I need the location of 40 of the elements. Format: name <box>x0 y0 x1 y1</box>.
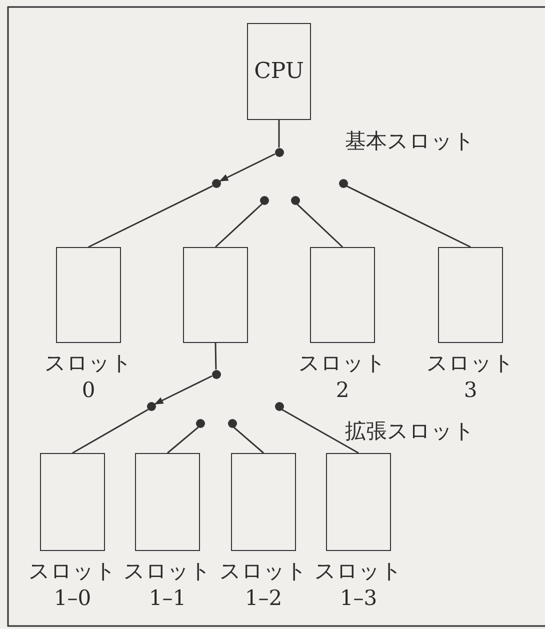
slot-box <box>183 247 248 343</box>
slot-level-label: 拡張スロット <box>345 418 475 445</box>
contact-dot <box>274 148 284 156</box>
slot-box <box>310 247 375 343</box>
connector-line <box>296 203 344 248</box>
connector-line <box>346 185 471 248</box>
connector-line <box>233 426 264 454</box>
slot-label: スロット 1–3 <box>314 558 404 612</box>
connector-line <box>282 408 359 454</box>
connector-line <box>167 426 199 454</box>
contact-dot <box>196 418 204 428</box>
contact-dot <box>338 178 348 188</box>
connector-line <box>278 120 280 148</box>
slot-box <box>231 453 296 551</box>
slot-box <box>135 453 200 551</box>
slot-box <box>40 453 105 551</box>
contact-dot <box>146 402 156 410</box>
connector-line <box>214 342 217 370</box>
slot-label: スロット 1–0 <box>28 558 118 612</box>
cpu-box: CPU <box>247 23 311 120</box>
slot-box <box>438 247 503 343</box>
contact-dot <box>290 196 300 204</box>
connector-line <box>88 185 213 248</box>
slot-label: スロット 1–1 <box>122 558 212 612</box>
contact-dot <box>212 370 220 378</box>
slot-label: スロット 3 <box>426 350 516 404</box>
connector-line <box>215 203 262 248</box>
slot-box <box>326 453 391 551</box>
contact-dot <box>212 178 220 188</box>
slot-label: スロット 0 <box>44 350 134 404</box>
contact-dot <box>260 196 268 204</box>
switch-arrow <box>154 375 212 405</box>
slot-level-label: 基本スロット <box>345 128 475 155</box>
slot-box <box>56 247 121 343</box>
contact-dot <box>274 402 284 410</box>
switch-arrow <box>219 153 276 182</box>
slot-label: スロット 1–2 <box>218 558 308 612</box>
slot-label: スロット 2 <box>298 350 388 404</box>
connector-line <box>72 408 149 454</box>
contact-dot <box>228 418 236 428</box>
